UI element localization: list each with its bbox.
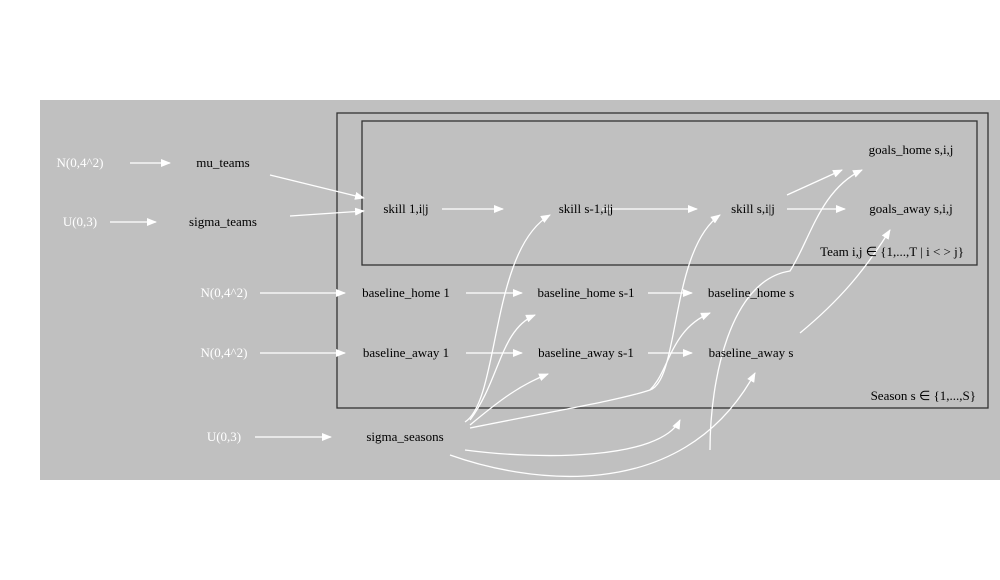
team-plate-label: Team i,j ∈ {1,...,T | i < > j} [820, 244, 964, 259]
node-goals-away: goals_away s,i,j [869, 201, 952, 216]
node-baseline-away-s: baseline_away s [709, 345, 794, 360]
node-sigma-teams: sigma_teams [189, 214, 257, 229]
node-baseline-home-s: baseline_home s [708, 285, 794, 300]
node-skill-s: skill s,i|j [731, 201, 775, 216]
diagram-background [40, 100, 1000, 480]
season-plate [336, 112, 989, 409]
node-baseline-away-1: baseline_away 1 [363, 345, 449, 360]
node-mu-teams: mu_teams [196, 155, 249, 170]
edges [110, 159, 891, 478]
sigma-seasons-prior-label: U(0,3) [207, 429, 241, 444]
node-goals-home: goals_home s,i,j [869, 142, 954, 157]
season-plate-label: Season s ∈ {1,...,S} [871, 388, 976, 403]
node-baseline-home-1: baseline_home 1 [362, 285, 450, 300]
node-skill-1: skill 1,i|j [383, 201, 428, 216]
node-sigma-seasons: sigma_seasons [366, 429, 443, 444]
mu-prior-label: N(0,4^2) [57, 155, 104, 170]
node-baseline-home-s-1: baseline_home s-1 [537, 285, 634, 300]
baseline-away-prior-label: N(0,4^2) [201, 345, 248, 360]
sigma-teams-prior-label: U(0,3) [63, 214, 97, 229]
baseline-home-prior-label: N(0,4^2) [201, 285, 248, 300]
node-skill-s-1: skill s-1,i|j [559, 201, 614, 216]
node-baseline-away-s-1: baseline_away s-1 [538, 345, 634, 360]
